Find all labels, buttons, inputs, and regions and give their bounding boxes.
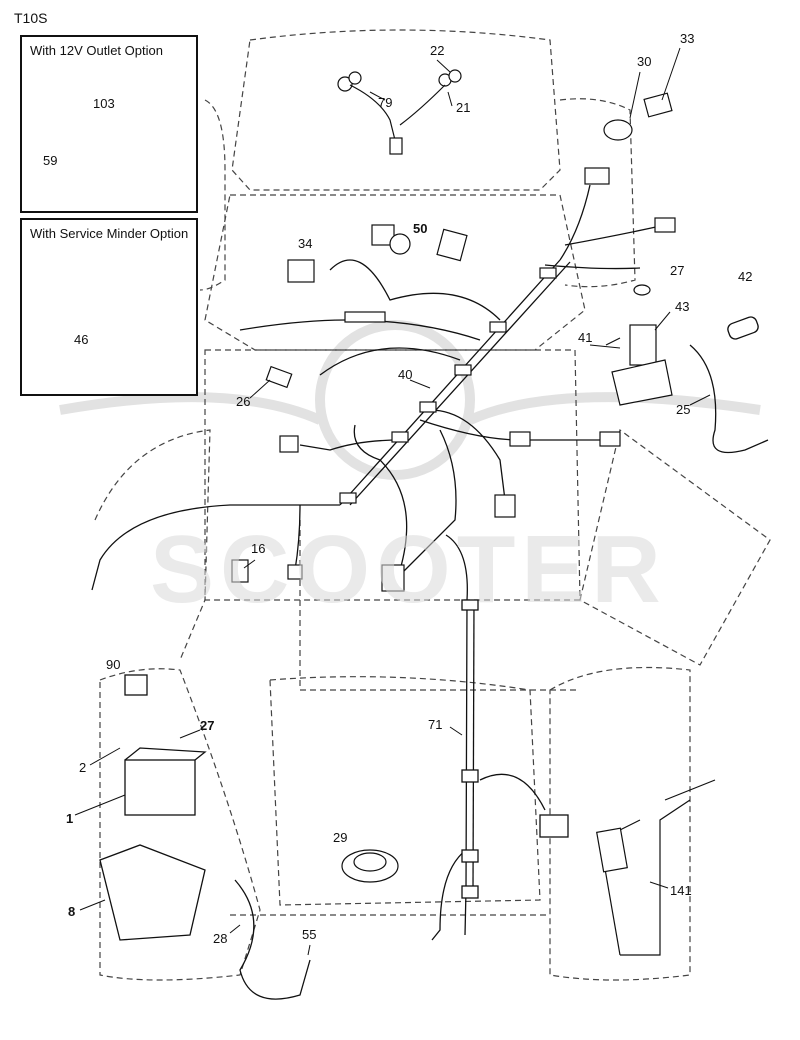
headlight-assembly <box>337 69 462 155</box>
leader-lines <box>74 47 711 956</box>
callout-1: 1 <box>66 811 74 826</box>
callout-16: 16 <box>251 541 266 556</box>
ignition-switch <box>603 92 673 141</box>
callout-26: 26 <box>236 394 251 409</box>
callout-46: 46 <box>74 332 89 347</box>
callout-42: 42 <box>738 269 753 284</box>
callout-30: 30 <box>637 54 652 69</box>
callout-34: 34 <box>298 236 313 251</box>
callout-33: 33 <box>680 31 695 46</box>
service-minder-option-box: With Service Minder Option <box>20 218 198 396</box>
callout-103: 103 <box>93 96 115 111</box>
callout-41: 41 <box>578 330 593 345</box>
callout-29: 29 <box>333 830 348 845</box>
callout-50: 50 <box>413 221 428 236</box>
pto-switch <box>341 849 399 883</box>
watermark-text: SCOOTER <box>150 516 667 623</box>
outlet-option-title: With 12V Outlet Option <box>30 43 163 58</box>
callout-59: 59 <box>43 153 58 168</box>
callout-40: 40 <box>398 367 413 382</box>
callout-27-battery: 27 <box>200 718 215 733</box>
outlet-option-box: With 12V Outlet Option <box>20 35 198 213</box>
harness-clips <box>279 167 676 580</box>
switch-parts <box>231 224 468 592</box>
starter-solenoid <box>605 284 673 406</box>
battery-and-tray <box>99 674 207 941</box>
seat-switch-harness <box>596 779 716 956</box>
callout-71: 71 <box>428 717 443 732</box>
callout-55: 55 <box>302 927 317 942</box>
callout-90: 90 <box>106 657 121 672</box>
callout-79: 79 <box>378 95 393 110</box>
callout-8: 8 <box>68 904 76 919</box>
callout-22: 22 <box>430 43 445 58</box>
callout-25: 25 <box>676 402 691 417</box>
callout-27-solenoid: 27 <box>670 263 685 278</box>
callout-21: 21 <box>456 100 471 115</box>
page-code: T10S <box>14 10 48 26</box>
battery-cables <box>234 316 769 1000</box>
callout-2: 2 <box>79 760 87 775</box>
cable-71 <box>431 534 569 941</box>
machine-outline <box>94 29 771 981</box>
callout-28: 28 <box>213 931 228 946</box>
watermark-logo <box>59 320 761 480</box>
callout-43: 43 <box>675 299 690 314</box>
callout-141: 141 <box>670 883 692 898</box>
service-minder-option-title: With Service Minder Option <box>30 226 189 241</box>
